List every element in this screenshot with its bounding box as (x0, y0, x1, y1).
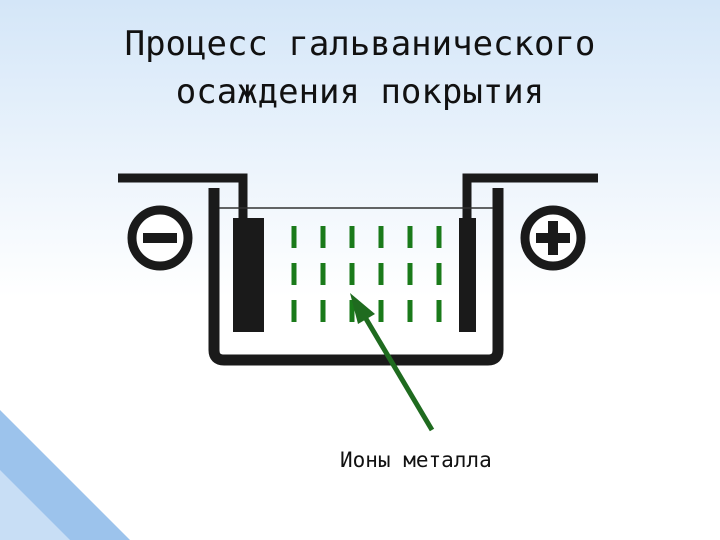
electrolytic-bath (208, 188, 504, 366)
anode-electrode (459, 218, 476, 332)
plus-icon (520, 205, 586, 271)
decorative-corner-inner (0, 470, 70, 540)
ion-label: Ионы металла (340, 448, 492, 472)
minus-icon (127, 205, 193, 271)
title-line-2: осаждения покрытия (175, 72, 545, 112)
arrow-head-icon (350, 293, 375, 324)
ion-pointer-arrow (359, 310, 435, 432)
cathode-electrode (233, 218, 264, 332)
metal-ions (291, 226, 442, 322)
slide-title: Процесс гальванического осаждения покрыт… (0, 20, 720, 116)
title-line-1: Процесс гальванического (124, 24, 596, 64)
